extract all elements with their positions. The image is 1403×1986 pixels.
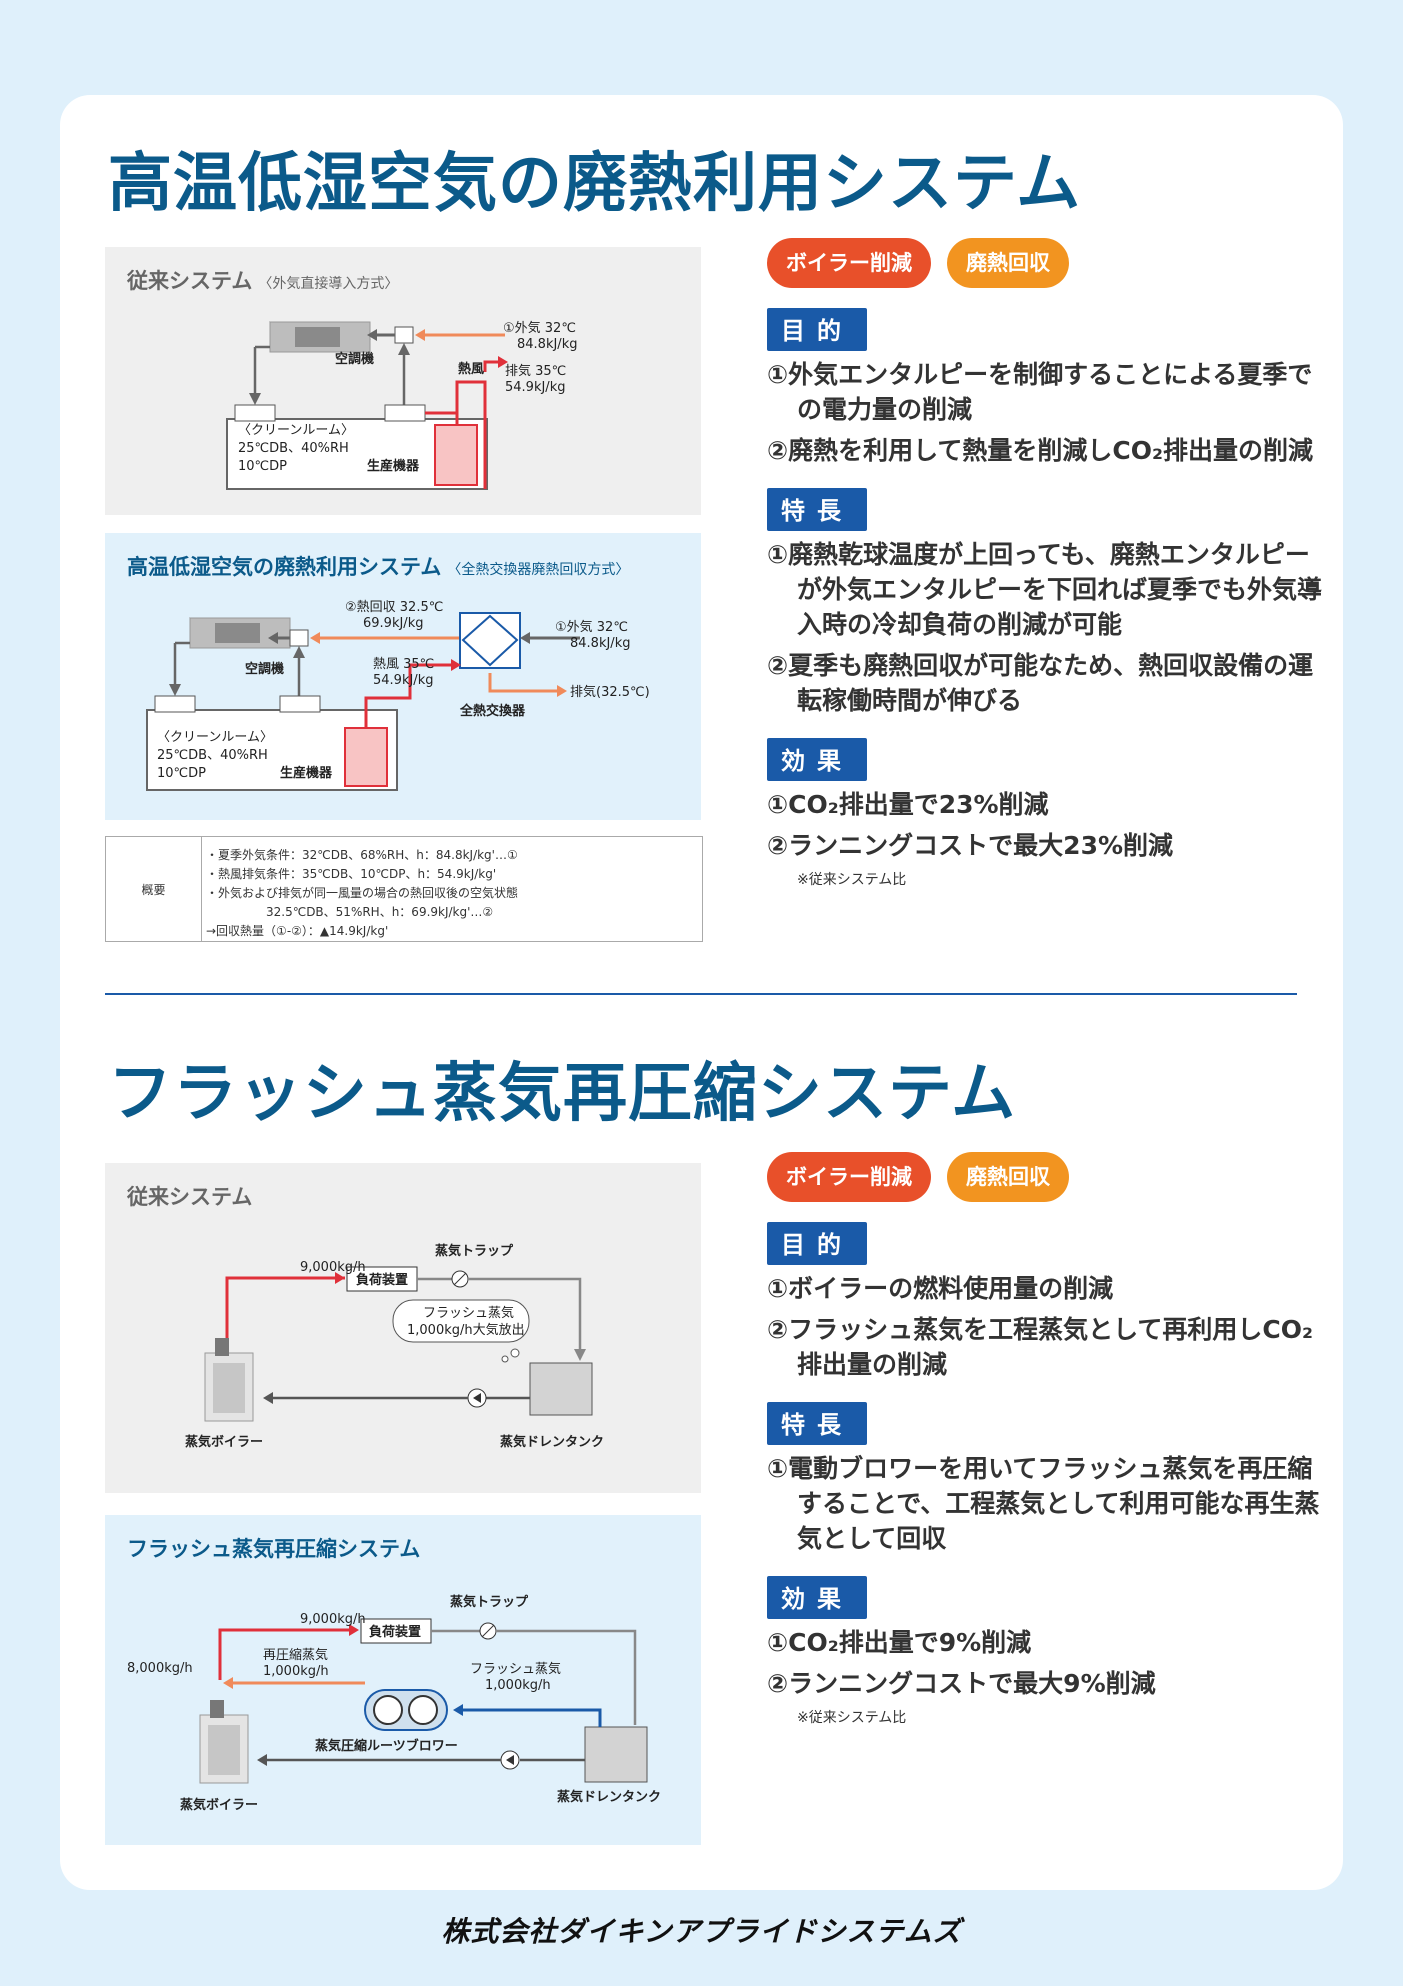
effect-item: ②ランニングコストで最大9%削減 bbox=[767, 1669, 1156, 1698]
s2-description: ボイラー削減廃熱回収 目的 ①ボイラーの燃料使用量の削減 ②フラッシュ蒸気を工程… bbox=[767, 1152, 1322, 1727]
svg-text:熱風 35℃: 熱風 35℃ bbox=[373, 657, 434, 672]
s1-conventional-svg: ①外気 32℃ 84.8kJ/kg 空調機 熱風 排気 35℃ 54.9kJ/k… bbox=[226, 320, 577, 490]
roots-blower-icon bbox=[364, 1689, 448, 1731]
svg-text:1,000kg/h: 1,000kg/h bbox=[263, 1664, 329, 1679]
s2-recompression-diagram: フラッシュ蒸気再圧縮システム 負荷装置 9,000kg/h 8,000kg/h … bbox=[105, 1515, 701, 1845]
s1-summary-table: 概要 ・夏季外気条件：32℃DB、68%RH、h：84.8kJ/kg'…① ・熱… bbox=[105, 836, 703, 942]
purpose-item: ②フラッシュ蒸気を工程蒸気として再利用しCO₂排出量の削減 bbox=[767, 1315, 1313, 1379]
tag-waste-heat: 廃熱回収 bbox=[947, 1152, 1069, 1202]
svg-text:54.9kJ/kg: 54.9kJ/kg bbox=[505, 380, 565, 395]
svg-text:9,000kg/h: 9,000kg/h bbox=[300, 1612, 366, 1627]
svg-text:10℃DP: 10℃DP bbox=[157, 766, 206, 781]
summary-head: 概要 bbox=[106, 837, 202, 941]
purpose-item: ①外気エンタルピーを制御することによる夏季での電力量の削減 bbox=[767, 360, 1313, 424]
effect-heading: 効果 bbox=[767, 1576, 867, 1619]
feature-item: ①廃熱乾球温度が上回っても、廃熱エンタルピーが外気エンタルピーを下回れば夏季でも… bbox=[767, 540, 1323, 639]
ac-unit-icon bbox=[188, 617, 292, 649]
tag-row: ボイラー削減廃熱回収 bbox=[767, 1152, 1322, 1202]
panel-title: 高温低湿空気の廃熱利用システム〈全熱交換器廃熱回収方式〉 bbox=[127, 555, 630, 579]
svg-text:フラッシュ蒸気: フラッシュ蒸気 bbox=[423, 1305, 514, 1321]
effect-item: ①CO₂排出量で23%削減 bbox=[767, 790, 1049, 819]
svg-text:8,000kg/h: 8,000kg/h bbox=[127, 1661, 193, 1676]
section-divider bbox=[105, 993, 1297, 995]
svg-text:空調機: 空調機 bbox=[335, 351, 374, 367]
effect-heading: 効果 bbox=[767, 738, 867, 781]
svg-text:蒸気ドレンタンク: 蒸気ドレンタンク bbox=[557, 1789, 661, 1805]
svg-text:排気(32.5℃): 排気(32.5℃) bbox=[570, 684, 650, 700]
tag-boiler-reduction: ボイラー削減 bbox=[767, 1152, 931, 1202]
s2-conventional-diagram: 従来システム 負荷装置 フラッシュ蒸気 1,000kg/h大気放出 9,000k… bbox=[105, 1163, 701, 1493]
svg-text:〈クリーンルーム〉: 〈クリーンルーム〉 bbox=[157, 730, 273, 745]
summary-line: →回収熱量（①-②）：▲14.9kJ/kg' bbox=[206, 924, 389, 938]
svg-text:84.8kJ/kg: 84.8kJ/kg bbox=[570, 636, 630, 651]
summary-line: ・外気および排気が同一風量の場合の熱回収後の空気状態 bbox=[206, 886, 519, 900]
svg-text:生産機器: 生産機器 bbox=[280, 765, 333, 781]
svg-text:〈クリーンルーム〉: 〈クリーンルーム〉 bbox=[238, 423, 354, 438]
feature-heading: 特長 bbox=[767, 1402, 867, 1445]
tag-row: ボイラー削減廃熱回収 bbox=[767, 238, 1322, 288]
s2-conventional-svg: 負荷装置 フラッシュ蒸気 1,000kg/h大気放出 9,000kg/h 蒸気ト… bbox=[185, 1243, 604, 1450]
svg-text:1,000kg/h大気放出: 1,000kg/h大気放出 bbox=[407, 1322, 525, 1338]
svg-text:蒸気トラップ: 蒸気トラップ bbox=[450, 1594, 529, 1610]
svg-text:9,000kg/h: 9,000kg/h bbox=[300, 1260, 366, 1275]
svg-text:熱風: 熱風 bbox=[458, 361, 484, 377]
section1-title: 高温低湿空気の廃熱利用システム bbox=[108, 147, 1082, 221]
purpose-item: ②廃熱を利用して熱量を削減しCO₂排出量の削減 bbox=[767, 436, 1313, 465]
s2-recompression-svg: 負荷装置 9,000kg/h 8,000kg/h 蒸気トラップ 再圧縮蒸気 1,… bbox=[127, 1594, 661, 1813]
purpose-heading: 目的 bbox=[767, 1222, 867, 1265]
steam-boiler-icon bbox=[204, 1338, 254, 1422]
svg-text:69.9kJ/kg: 69.9kJ/kg bbox=[363, 616, 423, 631]
svg-text:全熱交換器: 全熱交換器 bbox=[459, 703, 526, 719]
svg-text:蒸気圧縮ルーツブロワー: 蒸気圧縮ルーツブロワー bbox=[315, 1738, 458, 1754]
svg-text:負荷装置: 負荷装置 bbox=[356, 1272, 408, 1288]
svg-text:①外気 32℃: ①外気 32℃ bbox=[503, 320, 576, 336]
footnote: ※従来システム比 bbox=[797, 872, 907, 888]
panel-title: 従来システム〈外気直接導入方式〉 bbox=[127, 269, 399, 293]
svg-text:②熱回収 32.5℃: ②熱回収 32.5℃ bbox=[345, 600, 443, 615]
svg-text:1,000kg/h: 1,000kg/h bbox=[485, 1678, 551, 1693]
svg-text:蒸気ドレンタンク: 蒸気ドレンタンク bbox=[500, 1434, 604, 1450]
svg-text:①外気 32℃: ①外気 32℃ bbox=[555, 619, 628, 635]
svg-text:25℃DB、40%RH: 25℃DB、40%RH bbox=[157, 748, 268, 763]
svg-text:25℃DB、40%RH: 25℃DB、40%RH bbox=[238, 441, 349, 456]
svg-text:84.8kJ/kg: 84.8kJ/kg bbox=[517, 337, 577, 352]
svg-text:蒸気トラップ: 蒸気トラップ bbox=[435, 1243, 514, 1259]
feature-item: ②夏季も廃熱回収が可能なため、熱回収設備の運転稼働時間が伸びる bbox=[767, 651, 1314, 715]
svg-text:排気 35℃: 排気 35℃ bbox=[505, 363, 566, 379]
svg-text:生産機器: 生産機器 bbox=[367, 458, 420, 474]
steam-boiler-icon bbox=[199, 1700, 249, 1784]
summary-lines: ・夏季外気条件：32℃DB、68%RH、h：84.8kJ/kg'…① ・熱風排気… bbox=[206, 846, 518, 941]
panel-title: 従来システム bbox=[127, 1185, 253, 1209]
svg-text:負荷装置: 負荷装置 bbox=[369, 1624, 421, 1640]
svg-text:空調機: 空調機 bbox=[245, 661, 284, 677]
s1-conventional-diagram: 従来システム〈外気直接導入方式〉 ①外気 32℃ 84.8kJ/kg 空調機 熱… bbox=[105, 247, 701, 515]
svg-text:10℃DP: 10℃DP bbox=[238, 459, 287, 474]
svg-text:蒸気ボイラー: 蒸気ボイラー bbox=[180, 1797, 258, 1813]
summary-line: ・熱風排気条件：35℃DB、10℃DP、h：54.9kJ/kg' bbox=[206, 867, 497, 881]
svg-text:蒸気ボイラー: 蒸気ボイラー bbox=[185, 1434, 263, 1450]
s1-description: ボイラー削減廃熱回収 目的 ①外気エンタルピーを制御することによる夏季での電力量… bbox=[767, 238, 1322, 889]
panel-title: フラッシュ蒸気再圧縮システム bbox=[127, 1537, 421, 1561]
ac-unit-icon bbox=[268, 321, 372, 353]
tag-boiler-reduction: ボイラー削減 bbox=[767, 238, 931, 288]
summary-line: 32.5℃DB、51%RH、h：69.9kJ/kg'…② bbox=[206, 905, 494, 919]
summary-line: ・夏季外気条件：32℃DB、68%RH、h：84.8kJ/kg'…① bbox=[206, 848, 518, 862]
tag-waste-heat: 廃熱回収 bbox=[947, 238, 1069, 288]
s1-heat-recovery-diagram: 高温低湿空気の廃熱利用システム〈全熱交換器廃熱回収方式〉 ②熱回収 32.5℃ … bbox=[105, 533, 701, 820]
svg-text:フラッシュ蒸気: フラッシュ蒸気 bbox=[470, 1661, 561, 1677]
effect-item: ②ランニングコストで最大23%削減 bbox=[767, 831, 1174, 860]
feature-item: ①電動ブロワーを用いてフラッシュ蒸気を再圧縮することで、工程蒸気として利用可能な… bbox=[767, 1454, 1320, 1553]
section2-title: フラッシュ蒸気再圧縮システム bbox=[108, 1057, 1017, 1131]
purpose-item: ①ボイラーの燃料使用量の削減 bbox=[767, 1274, 1114, 1303]
company-logo: 株式会社ダイキンアプライドシステムズ bbox=[441, 1915, 962, 1948]
footnote: ※従来システム比 bbox=[797, 1710, 907, 1726]
s1-heat-recovery-svg: ②熱回収 32.5℃ 69.9kJ/kg ①外気 32℃ 84.8kJ/kg 空… bbox=[146, 600, 650, 791]
effect-item: ①CO₂排出量で9%削減 bbox=[767, 1628, 1032, 1657]
svg-text:再圧縮蒸気: 再圧縮蒸気 bbox=[263, 1647, 328, 1663]
purpose-heading: 目的 bbox=[767, 308, 867, 351]
svg-text:54.9kJ/kg: 54.9kJ/kg bbox=[373, 673, 433, 688]
feature-heading: 特長 bbox=[767, 488, 867, 531]
